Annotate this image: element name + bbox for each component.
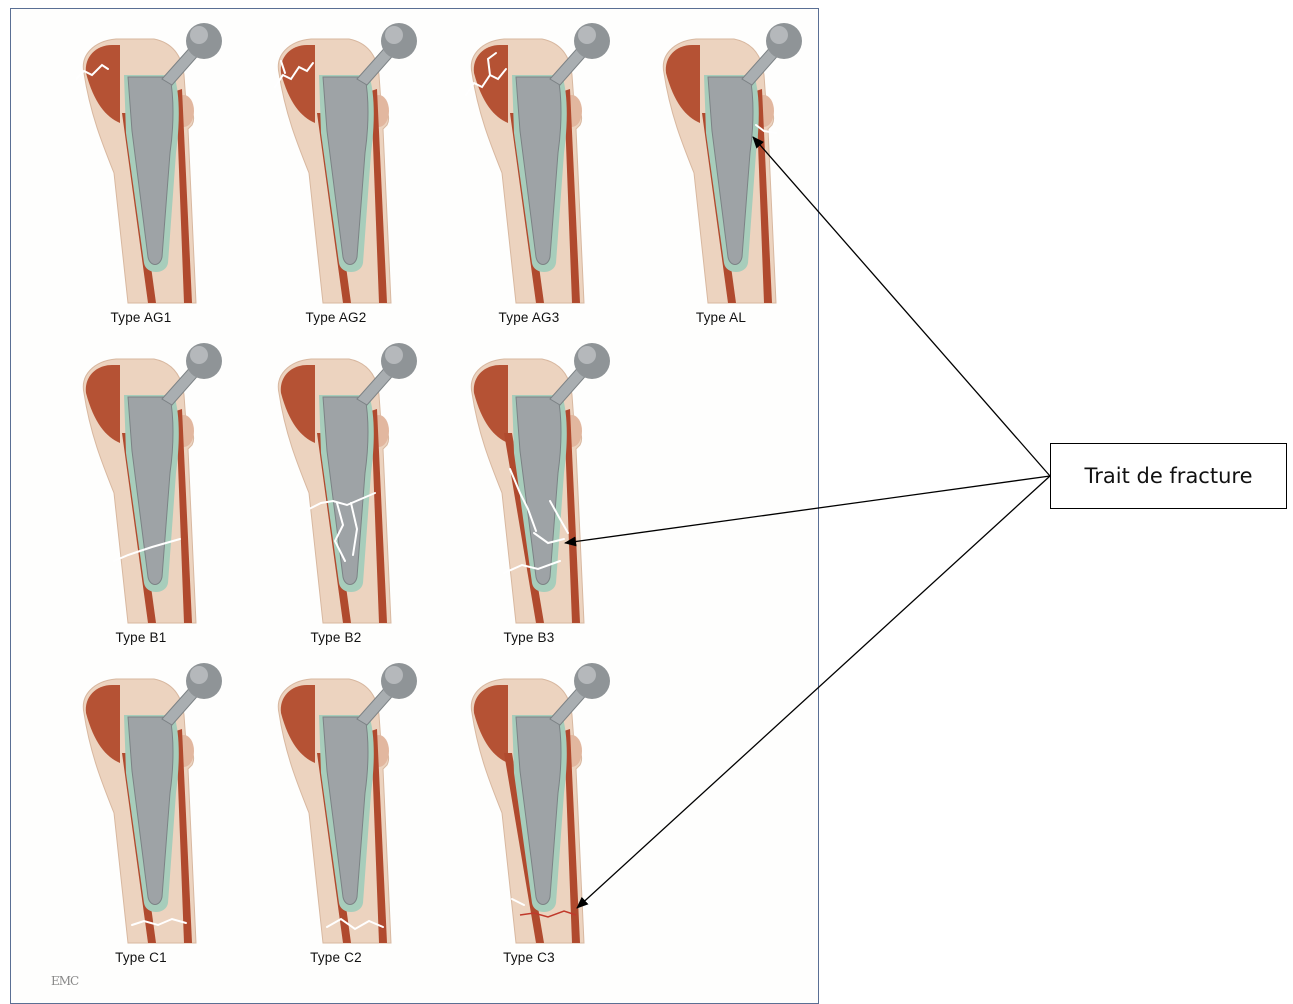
panel-type-b3: Type B3	[464, 333, 624, 633]
femur-prosthesis-illustration	[464, 13, 624, 313]
callout-label: Trait de fracture	[1085, 464, 1253, 488]
panel-type-b1: Type B1	[76, 333, 236, 633]
panel-label: Type AG2	[271, 310, 401, 325]
femur-prosthesis-illustration	[76, 653, 236, 953]
panel-type-ag1: Type AG1	[76, 13, 236, 313]
femur-prosthesis-illustration	[464, 653, 624, 953]
emc-logo: EMC	[51, 974, 78, 988]
panel-type-ag2: Type AG2	[271, 13, 431, 313]
panel-type-al: Type AL	[656, 13, 816, 313]
panel-label: Type B1	[76, 630, 206, 645]
panel-label: Type C3	[464, 950, 594, 965]
femur-prosthesis-illustration	[271, 653, 431, 953]
panel-label: Type B2	[271, 630, 401, 645]
panel-type-c1: Type C1	[76, 653, 236, 953]
panel-type-c2: Type C2	[271, 653, 431, 953]
panel-type-b2: Type B2	[271, 333, 431, 633]
femur-prosthesis-illustration	[271, 13, 431, 313]
callout-box: Trait de fracture	[1050, 443, 1287, 509]
panel-label: Type AG1	[76, 310, 206, 325]
panel-label: Type AG3	[464, 310, 594, 325]
panel-label: Type AL	[656, 310, 786, 325]
panel-type-ag3: Type AG3	[464, 13, 624, 313]
femur-prosthesis-illustration	[76, 333, 236, 633]
panel-type-c3: Type C3	[464, 653, 624, 953]
femur-prosthesis-illustration	[271, 333, 431, 633]
femur-prosthesis-illustration	[464, 333, 624, 633]
panel-label: Type B3	[464, 630, 594, 645]
femur-prosthesis-illustration	[76, 13, 236, 313]
femur-prosthesis-illustration	[656, 13, 816, 313]
panel-label: Type C1	[76, 950, 206, 965]
panel-label: Type C2	[271, 950, 401, 965]
